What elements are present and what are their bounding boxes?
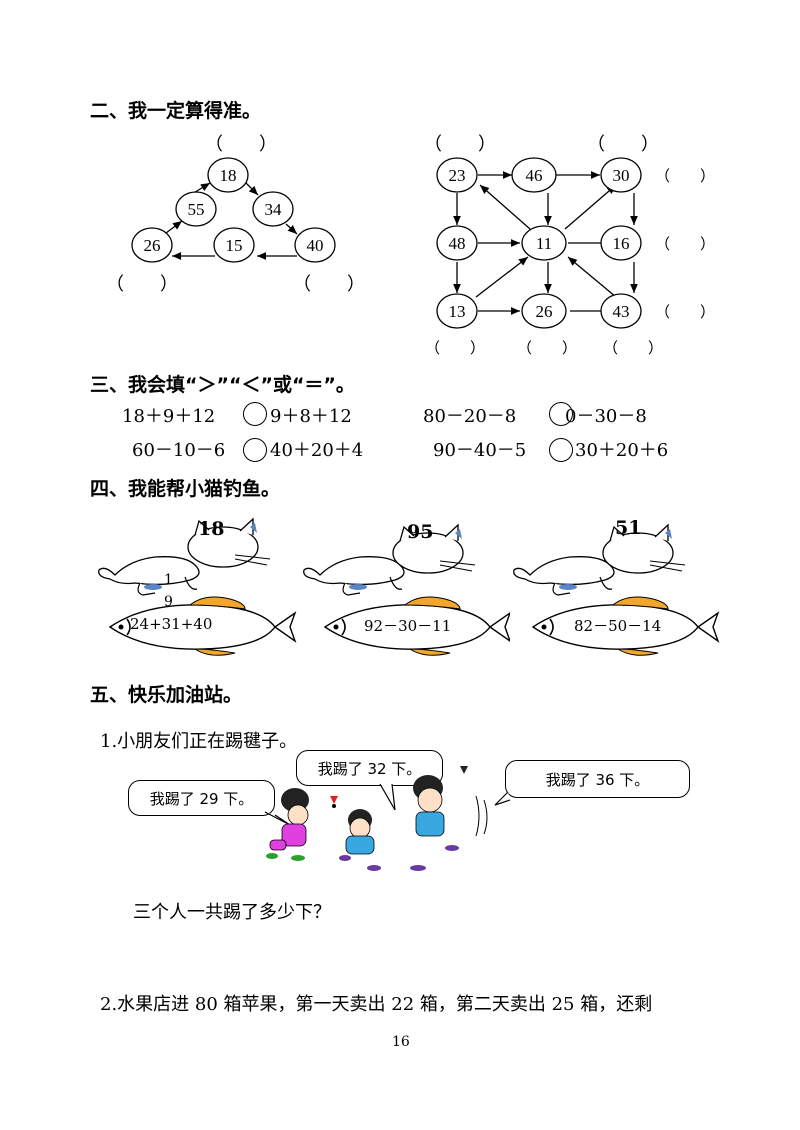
- stray-number: 9: [164, 594, 173, 610]
- question-1: 1.小朋友们正在踢毽子。: [100, 731, 298, 752]
- speech-bubble-left: 我踢了 29 下。: [128, 780, 275, 816]
- fish-expression: 92－30－11: [364, 617, 452, 635]
- compare-circle[interactable]: [549, 402, 573, 426]
- section3-title: 三、我会填“＞”“＜”或“＝”。: [90, 374, 355, 396]
- answer-blank[interactable]: （ ）: [655, 167, 716, 185]
- fish-icon: [323, 596, 510, 656]
- svg-text:40: 40: [307, 236, 324, 255]
- answer-blank[interactable]: （ ）: [655, 303, 716, 321]
- grid-node: 26: [521, 293, 567, 329]
- boy-icon: [410, 775, 488, 871]
- answer-blank[interactable]: （ ）: [293, 274, 365, 295]
- section4-title: 四、我能帮小猫钓鱼。: [90, 478, 281, 500]
- compare-circle[interactable]: [243, 402, 267, 426]
- tri-node: 18: [207, 157, 249, 193]
- cat-fish-group-2: [303, 523, 510, 656]
- grid-diagram: 23 46 30 48 11 16 13 26 43: [436, 157, 642, 329]
- answer-blank[interactable]: （ ）: [205, 134, 277, 155]
- expression: 40＋20＋4: [270, 440, 364, 461]
- cat-target-number: 51: [615, 517, 642, 539]
- svg-text:55: 55: [188, 200, 205, 219]
- grid-node: 43: [600, 293, 642, 329]
- svg-text:26: 26: [144, 236, 161, 255]
- expression: 60－10－6: [132, 440, 226, 461]
- cat-target-number: 18: [198, 518, 225, 540]
- svg-text:30: 30: [613, 166, 630, 185]
- cat-fish-group-1: [98, 517, 297, 656]
- grid-node: 46: [511, 157, 557, 193]
- answer-blank[interactable]: （ ）: [517, 339, 578, 357]
- grid-node: 30: [600, 157, 642, 193]
- svg-text:13: 13: [449, 302, 466, 321]
- compare-circle[interactable]: [243, 438, 267, 462]
- expression: 18＋9＋12: [122, 406, 216, 427]
- fish-icon: [108, 596, 297, 656]
- speech-bubble-right: 我踢了 36 下。: [505, 760, 690, 798]
- expression: 9＋8＋12: [270, 406, 352, 427]
- answer-blank[interactable]: （ ）: [106, 274, 178, 295]
- answer-blank[interactable]: （ ）: [587, 134, 659, 155]
- kids-playing-illustration: [264, 766, 511, 871]
- stray-number: 1: [164, 572, 173, 588]
- svg-text:43: 43: [613, 302, 630, 321]
- svg-text:26: 26: [536, 302, 553, 321]
- svg-text:11: 11: [536, 234, 552, 253]
- cat-target-number: 95: [407, 521, 434, 543]
- expression: 80－20－8: [423, 406, 517, 427]
- answer-blank[interactable]: （ ）: [603, 339, 664, 357]
- answer-blank[interactable]: （ ）: [424, 134, 496, 155]
- cat-fish-group-3: [513, 523, 720, 656]
- cat-icon: [98, 517, 271, 596]
- svg-text:48: 48: [449, 234, 466, 253]
- svg-text:23: 23: [449, 166, 466, 185]
- triangle-diagram: 18 55 34 26 15 40: [131, 157, 336, 263]
- compare-circle[interactable]: [549, 438, 573, 462]
- tri-node: 40: [294, 227, 336, 263]
- svg-text:34: 34: [265, 200, 283, 219]
- fish-expression: 82－50－14: [574, 617, 662, 635]
- expression: 0－30－8: [565, 406, 647, 427]
- shuttlecock-icon: [330, 766, 468, 808]
- grid-node: 48: [436, 225, 478, 261]
- expression: 30＋20＋6: [575, 440, 669, 461]
- svg-text:18: 18: [220, 166, 237, 185]
- tri-node: 26: [131, 227, 173, 263]
- grid-node: 13: [436, 293, 478, 329]
- section5-title: 五、快乐加油站。: [90, 684, 243, 706]
- cat-icon: [303, 523, 476, 596]
- section2-title: 二、我一定算得准。: [90, 100, 262, 122]
- tri-node: 34: [252, 191, 294, 227]
- cat-icon: [513, 523, 686, 596]
- svg-text:46: 46: [526, 166, 543, 185]
- question-2: 2.水果店进 80 箱苹果，第一天卖出 22 箱，第二天卖出 25 箱，还剩: [100, 994, 653, 1015]
- girl-icon: [266, 788, 309, 861]
- svg-text:15: 15: [226, 236, 243, 255]
- page-number: 16: [392, 1034, 410, 1050]
- grid-node: 16: [600, 225, 642, 261]
- fish-expression: 24+31+40: [130, 615, 213, 633]
- grid-node: 11: [521, 225, 567, 261]
- tri-node: 15: [213, 227, 255, 263]
- grid-node: 23: [436, 157, 478, 193]
- answer-blank[interactable]: （ ）: [425, 339, 486, 357]
- fish-icon: [531, 596, 720, 656]
- expression: 90－40－5: [433, 440, 527, 461]
- answer-blank[interactable]: （ ）: [655, 235, 716, 253]
- boy-icon: [339, 809, 381, 871]
- tri-node: 55: [175, 191, 217, 227]
- svg-text:16: 16: [613, 234, 630, 253]
- question-1-prompt: 三个人一共踢了多少下？: [133, 902, 331, 923]
